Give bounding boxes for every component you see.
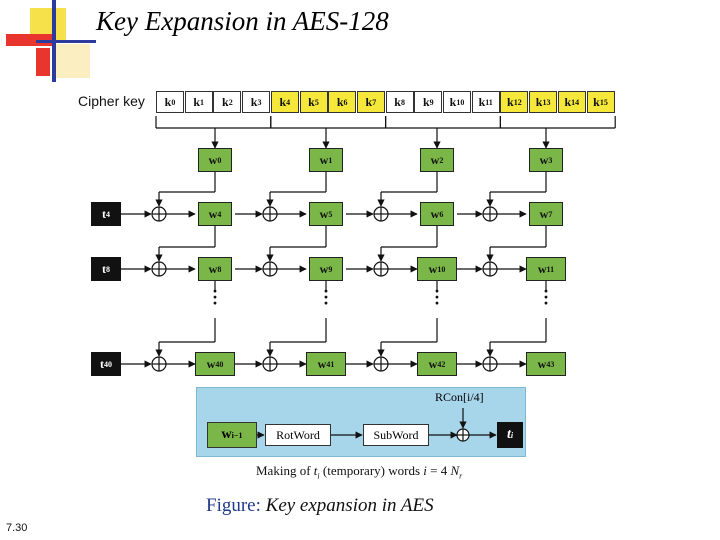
panel-input-sub: i−1	[231, 430, 243, 440]
making-pre: Making of	[256, 463, 314, 478]
making-t-sub: i	[317, 471, 320, 481]
subword-label: SubWord	[373, 427, 419, 442]
corner-decoration	[0, 0, 100, 90]
slide-number: 7.30	[6, 522, 28, 534]
subword-box: SubWord	[363, 424, 429, 446]
making-caption: Making of ti (temporary) words i = 4 Nr	[256, 463, 462, 481]
figure-text: Key expansion in AES	[265, 495, 434, 516]
making-n: N	[450, 463, 460, 478]
deco-blue-horizontal	[36, 40, 96, 43]
making-t: t	[313, 463, 318, 478]
ellipsis-col-3: ···	[542, 281, 549, 313]
panel-connectors	[257, 408, 497, 442]
deco-red-bar	[6, 34, 52, 46]
rotword-box: RotWord	[265, 424, 331, 446]
making-eq: = 4	[426, 463, 451, 478]
rotword-label: RotWord	[276, 427, 320, 442]
making-i: i	[423, 463, 427, 478]
cipher-key-label: Cipher key	[78, 93, 145, 109]
deco-pale-square	[56, 44, 90, 78]
panel-output-sub: i	[510, 430, 514, 440]
ellipsis-col-1: ···	[322, 281, 329, 313]
rcon-label: RCon[i/4]	[435, 390, 484, 404]
ellipsis-col-2: ···	[433, 281, 440, 313]
slide-title: Key Expansion in AES-128	[96, 6, 389, 36]
making-mid: (temporary) words	[319, 463, 424, 478]
figure-caption: Figure: Key expansion in AES	[206, 495, 434, 517]
panel-output-base: t	[506, 427, 511, 442]
making-n-sub: r	[459, 471, 463, 481]
ellipsis-col-0: ···	[211, 281, 218, 313]
deco-red-square	[36, 48, 50, 76]
figure-label: Figure:	[206, 495, 261, 516]
panel-input-base: w	[221, 427, 232, 442]
